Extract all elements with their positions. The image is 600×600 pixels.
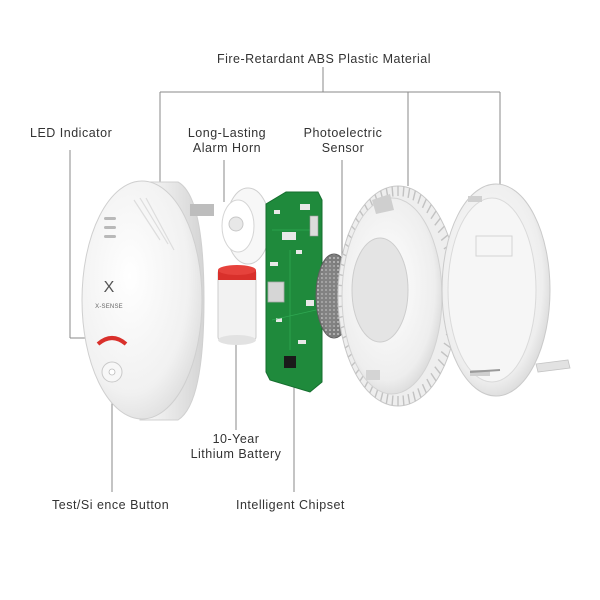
chip-icon (284, 356, 296, 368)
label-photoelectric-sensor: Photoelectric Sensor (288, 126, 398, 156)
embossed-text (133, 197, 175, 251)
fin (407, 393, 411, 405)
alarm-horn (221, 187, 271, 265)
fin (430, 210, 437, 220)
fin (412, 391, 417, 402)
fin (417, 194, 422, 204)
fin (421, 383, 427, 394)
fin (440, 234, 449, 241)
fin (417, 388, 422, 398)
brand-logo-mark: X (103, 279, 115, 296)
vent-slots-icon (104, 217, 116, 238)
label-fire-retardant: Fire-Retardant ABS Plastic Material (216, 52, 432, 66)
label-photoelectric-line1: Photoelectric (303, 126, 383, 140)
middle-shell (337, 185, 459, 407)
fin (440, 351, 449, 358)
label-chipset: Intelligent Chipset (236, 498, 345, 512)
led-indicator-icon (96, 336, 128, 346)
fin (434, 366, 441, 375)
fin (391, 395, 394, 406)
fin (407, 187, 411, 199)
fin (402, 395, 405, 406)
fin (443, 342, 452, 349)
lithium-battery (217, 265, 257, 345)
label-battery-line1: 10-Year (212, 432, 260, 446)
fin (426, 204, 432, 214)
front-cover (81, 180, 205, 421)
circuit-board (265, 191, 323, 393)
fin (412, 190, 417, 201)
fin (421, 198, 427, 209)
fin (437, 358, 445, 367)
fin (391, 186, 394, 197)
label-battery-line2: Lithium Battery (190, 447, 282, 461)
mount-clip (190, 204, 214, 216)
fin (379, 391, 384, 402)
label-alarm-horn: Long-Lasting Alarm Horn (172, 126, 282, 156)
label-photoelectric-line2: Sensor (321, 141, 365, 155)
fin (402, 186, 405, 197)
fin (426, 378, 432, 388)
fin (385, 393, 389, 405)
fin (434, 217, 441, 226)
label-alarm-horn-line2: Alarm Horn (192, 141, 262, 155)
label-test-button: Test/Si ence Button (52, 498, 170, 512)
brand-name: X-SENSE (95, 304, 123, 310)
label-led-indicator: LED Indicator (30, 126, 113, 140)
label-battery: 10-Year Lithium Battery (176, 432, 296, 462)
label-alarm-horn-line1: Long-Lasting (187, 126, 267, 140)
back-base (441, 183, 571, 397)
fin (437, 225, 445, 234)
fin (430, 372, 437, 382)
